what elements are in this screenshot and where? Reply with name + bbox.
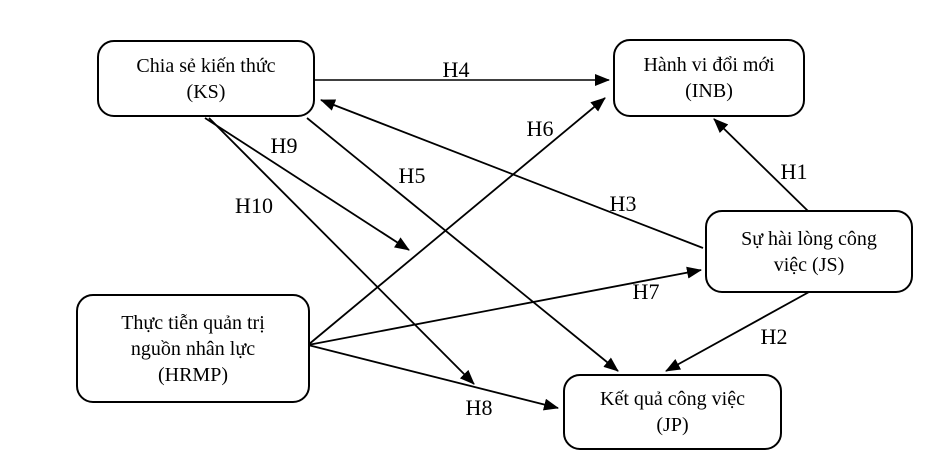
arrow-h10 bbox=[208, 117, 475, 385]
label-h6: H6 bbox=[526, 116, 554, 141]
label-h10: H10 bbox=[235, 193, 273, 218]
box-hrm-practices: Thực tiễn quản trị nguồn nhân lực (HRMP) bbox=[76, 294, 310, 403]
label-h3: H3 bbox=[609, 191, 637, 216]
box-job-performance-label: Kết quả công việc bbox=[600, 388, 745, 410]
label-h2: H2 bbox=[760, 324, 788, 349]
label-h7: H7 bbox=[632, 279, 660, 304]
box-knowledge-sharing-code: (KS) bbox=[186, 80, 226, 103]
arrow-h9 bbox=[204, 117, 410, 251]
label-h1: H1 bbox=[780, 159, 808, 184]
arrow-h7 bbox=[307, 266, 702, 346]
label-h9: H9 bbox=[270, 133, 298, 158]
box-job-performance: Kết quả công việc (JP) bbox=[563, 374, 782, 450]
arrow-h1 bbox=[713, 118, 809, 212]
box-job-performance-code: (JP) bbox=[656, 414, 689, 436]
arrow-h5 bbox=[306, 117, 619, 372]
box-job-satisfaction-code: việc (JS) bbox=[773, 253, 845, 276]
arrow-h6 bbox=[307, 97, 606, 346]
box-innovative-behavior: Hành vi đổi mới (INB) bbox=[613, 39, 805, 117]
box-hrm-practices-line1: Thực tiễn quản trị bbox=[121, 311, 265, 334]
label-h4: H4 bbox=[442, 57, 470, 82]
box-knowledge-sharing-label: Chia sẻ kiến thức bbox=[136, 54, 276, 77]
label-h5: H5 bbox=[398, 163, 426, 188]
arrow-h8 bbox=[307, 344, 559, 411]
label-h8: H8 bbox=[465, 395, 493, 420]
arrow-h3 bbox=[320, 99, 704, 249]
box-innovative-behavior-label: Hành vi đổi mới bbox=[643, 54, 775, 76]
box-innovative-behavior-code: (INB) bbox=[685, 80, 733, 102]
arrow-h2 bbox=[665, 291, 810, 372]
box-hrm-practices-line2: nguồn nhân lực bbox=[130, 337, 256, 360]
box-hrm-practices-code: (HRMP) bbox=[157, 363, 228, 386]
box-job-satisfaction-label: Sự hài lòng công bbox=[741, 227, 877, 250]
box-job-satisfaction: Sự hài lòng công việc (JS) bbox=[705, 210, 913, 293]
box-knowledge-sharing: Chia sẻ kiến thức (KS) bbox=[97, 40, 315, 117]
